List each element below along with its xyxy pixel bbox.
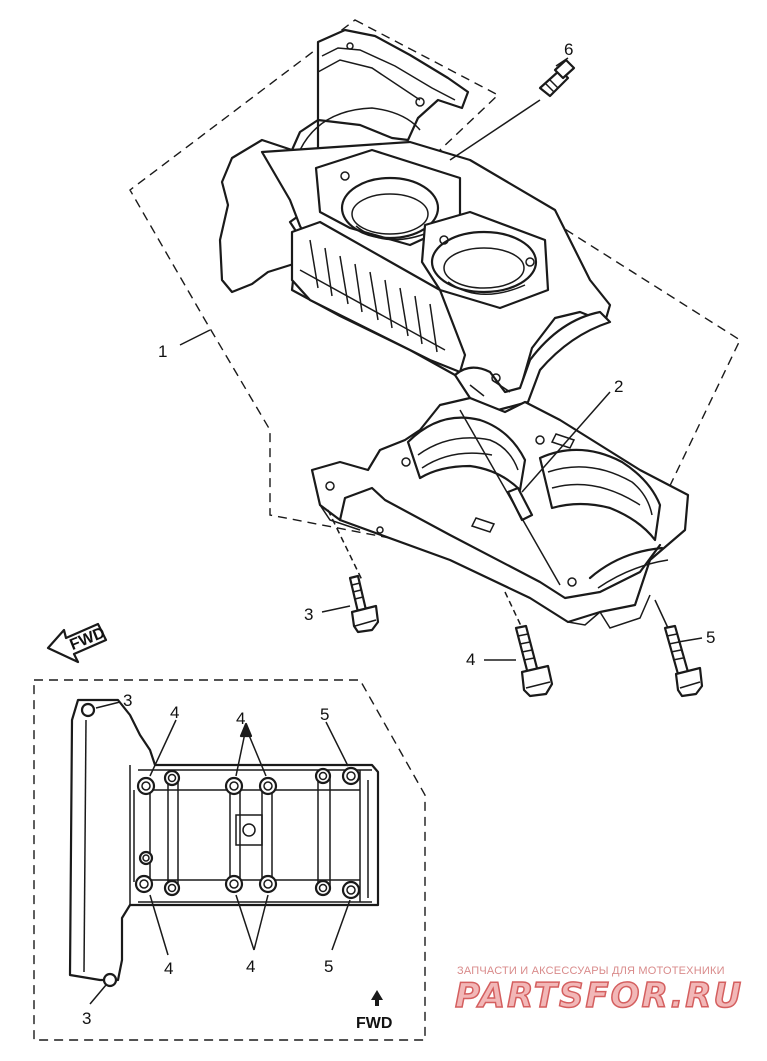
bolt-boss bbox=[341, 880, 361, 900]
bolt-boss bbox=[224, 874, 244, 894]
bolt-boss bbox=[258, 874, 278, 894]
bolt-boss bbox=[102, 972, 118, 988]
leader-6 bbox=[555, 57, 569, 67]
fwd-arrow-inset: FWD bbox=[356, 990, 392, 1032]
inset-callout-3-bottom: 3 bbox=[82, 1009, 91, 1028]
watermark-caption: ЗАПЧАСТИ И АКСЕССУАРЫ ДЛЯ МОТОТЕХНИКИ bbox=[457, 965, 725, 977]
inset-callout-4-bottom-mid: 4 bbox=[246, 957, 255, 976]
inset-leader-3-top bbox=[95, 701, 121, 709]
watermark-logo: PARTSFOR.RU bbox=[454, 975, 744, 1017]
inset-leader-5-top bbox=[325, 721, 349, 767]
bolt-boss bbox=[163, 879, 181, 897]
inset-crankcase-bottom-view bbox=[68, 698, 380, 988]
inset-leader-4-bottom-left bbox=[149, 894, 169, 956]
bolt-boss bbox=[163, 769, 181, 787]
bolt-boss bbox=[314, 767, 332, 785]
upper-crankcase bbox=[218, 28, 612, 412]
bolt-boss bbox=[258, 776, 278, 796]
bolt-boss bbox=[138, 850, 154, 866]
inset-callout-5-bottom: 5 bbox=[324, 957, 333, 976]
inset-leader-4-bottom-mid-a bbox=[235, 894, 255, 951]
bolt-boss bbox=[224, 776, 244, 796]
inset-leader-3-bottom bbox=[89, 984, 107, 1005]
leader-1 bbox=[179, 329, 211, 346]
callout-3: 3 bbox=[304, 605, 313, 624]
leader-3 bbox=[321, 605, 351, 613]
bolt-boss bbox=[314, 879, 332, 897]
callout-5: 5 bbox=[706, 628, 715, 647]
inset-callout-4-top-mid: 4 bbox=[236, 709, 245, 728]
callout-4: 4 bbox=[466, 650, 475, 669]
lower-crankcase bbox=[310, 396, 690, 629]
callout-2: 2 bbox=[614, 377, 623, 396]
crankcase-assembly-boundary bbox=[129, 19, 741, 561]
bolt-boss bbox=[80, 702, 96, 718]
inset-callout-4-bottom-left: 4 bbox=[164, 959, 173, 978]
inset-leader-4-top-left bbox=[149, 719, 177, 777]
bolt-boss bbox=[134, 874, 154, 894]
bolt-boss bbox=[136, 776, 156, 796]
leader-2 bbox=[521, 391, 611, 493]
callout-6: 6 bbox=[564, 40, 573, 59]
inset-callout-4-top-left: 4 bbox=[170, 703, 179, 722]
dowel-pin bbox=[459, 409, 561, 586]
fwd-arrow-main: FWD bbox=[46, 622, 108, 664]
inset-callout-5-top: 5 bbox=[320, 705, 329, 724]
leader-5 bbox=[677, 637, 703, 643]
inset-leader-4-bottom-mid-b bbox=[253, 894, 269, 951]
stud bbox=[538, 58, 576, 98]
bolt-4 bbox=[514, 624, 554, 698]
inset-leader-5-bottom bbox=[331, 899, 351, 951]
guide-line-bolt-4 bbox=[504, 591, 523, 629]
guide-line-bolt-5 bbox=[654, 599, 669, 629]
guide-line-bolt-3 bbox=[327, 509, 363, 581]
inset-callout-3-top: 3 bbox=[123, 691, 132, 710]
bolt-boss bbox=[341, 766, 361, 786]
inset-boundary bbox=[33, 679, 426, 1041]
fwd-label-inset: FWD bbox=[356, 1015, 392, 1032]
callout-1: 1 bbox=[158, 342, 167, 361]
bolt-3 bbox=[348, 574, 380, 634]
bolt-5 bbox=[663, 624, 704, 698]
